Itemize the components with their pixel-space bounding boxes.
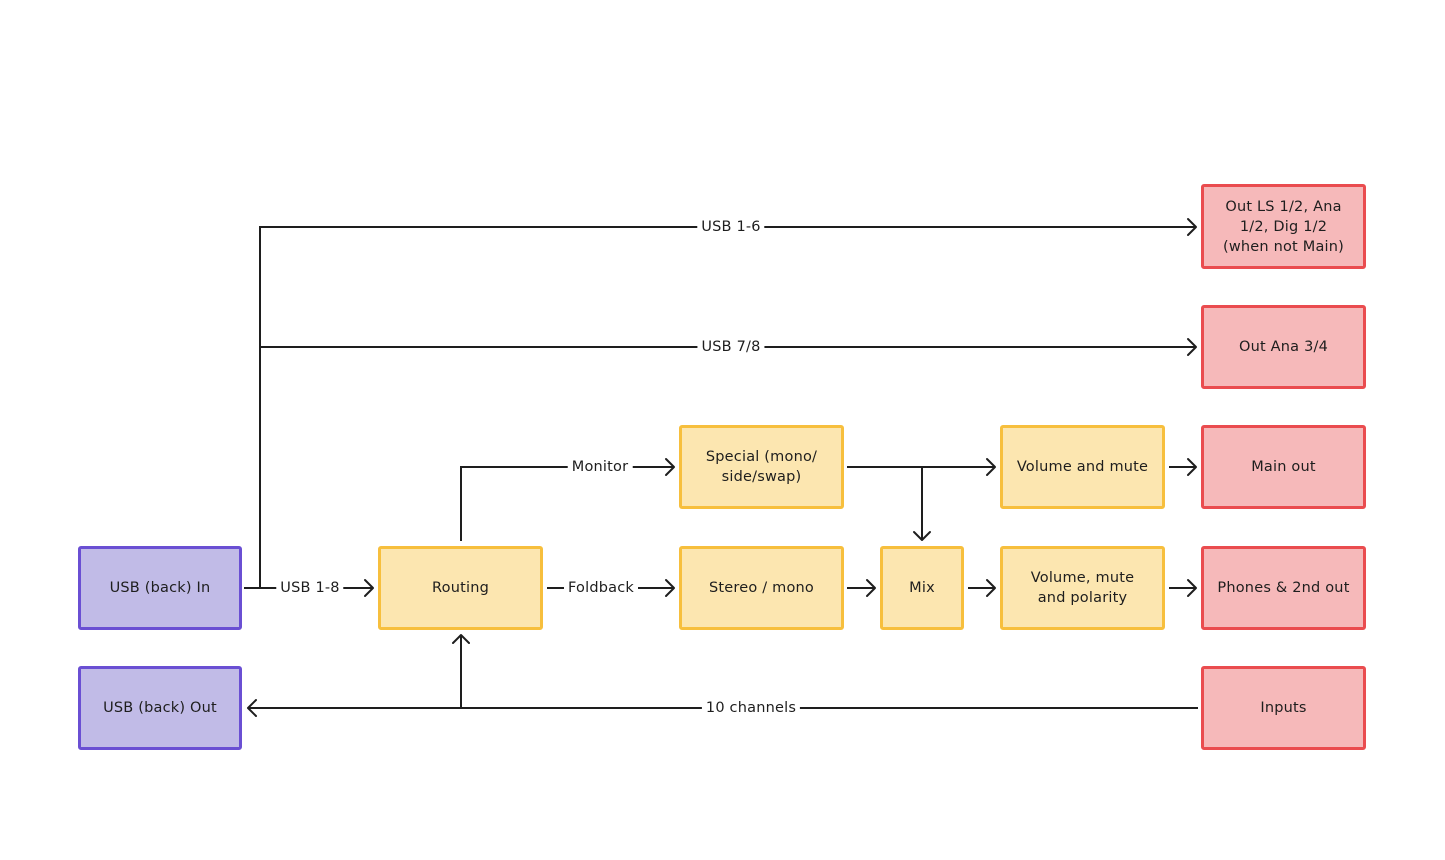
connector-monitor bbox=[460, 466, 674, 541]
node-main-out: Main out bbox=[1201, 425, 1366, 509]
node-usb-back-out: USB (back) Out bbox=[78, 666, 242, 750]
node-volume-and-mute: Volume and mute bbox=[1000, 425, 1165, 509]
connector-usb-in-trunk bbox=[244, 226, 1196, 589]
arrowhead-routing bbox=[364, 579, 374, 597]
arrowhead-mix-left bbox=[866, 579, 876, 597]
node-phones-2nd-out: Phones & 2nd out bbox=[1201, 546, 1366, 630]
node-usb-back-in: USB (back) In bbox=[78, 546, 242, 630]
arrowhead-out-ana bbox=[1187, 338, 1197, 356]
edge-label-foldback: Foldback bbox=[564, 579, 638, 597]
arrowhead-phones bbox=[1187, 579, 1197, 597]
edge-label-usb-1-6: USB 1-6 bbox=[697, 218, 765, 236]
arrowhead-usb-out bbox=[247, 699, 257, 717]
edge-label-10-channels: 10 channels bbox=[701, 699, 801, 717]
edge-label-monitor: Monitor bbox=[567, 458, 633, 476]
arrowhead-routing-bottom bbox=[452, 634, 470, 644]
node-stereo-mono: Stereo / mono bbox=[679, 546, 844, 630]
arrowhead-volume-polarity bbox=[986, 579, 996, 597]
edge-label-usb-1-8: USB 1-8 bbox=[276, 579, 344, 597]
arrowhead-main-out bbox=[1187, 458, 1197, 476]
node-inputs: Inputs bbox=[1201, 666, 1366, 750]
arrowhead-special bbox=[665, 458, 675, 476]
node-out-ls: Out LS 1/2, Ana 1/2, Dig 1/2 (when not M… bbox=[1201, 184, 1366, 269]
arrowhead-out-ls bbox=[1187, 218, 1197, 236]
node-routing: Routing bbox=[378, 546, 543, 630]
arrowhead-volume-mute bbox=[986, 458, 996, 476]
arrowhead-stereo-mono bbox=[665, 579, 675, 597]
node-mix: Mix bbox=[880, 546, 964, 630]
arrowhead-mix-top bbox=[913, 531, 931, 541]
node-out-ana-3-4: Out Ana 3/4 bbox=[1201, 305, 1366, 389]
node-special: Special (mono/ side/swap) bbox=[679, 425, 844, 509]
node-volume-mute-polarity: Volume, mute and polarity bbox=[1000, 546, 1165, 630]
edge-label-usb-7-8: USB 7/8 bbox=[697, 338, 765, 356]
